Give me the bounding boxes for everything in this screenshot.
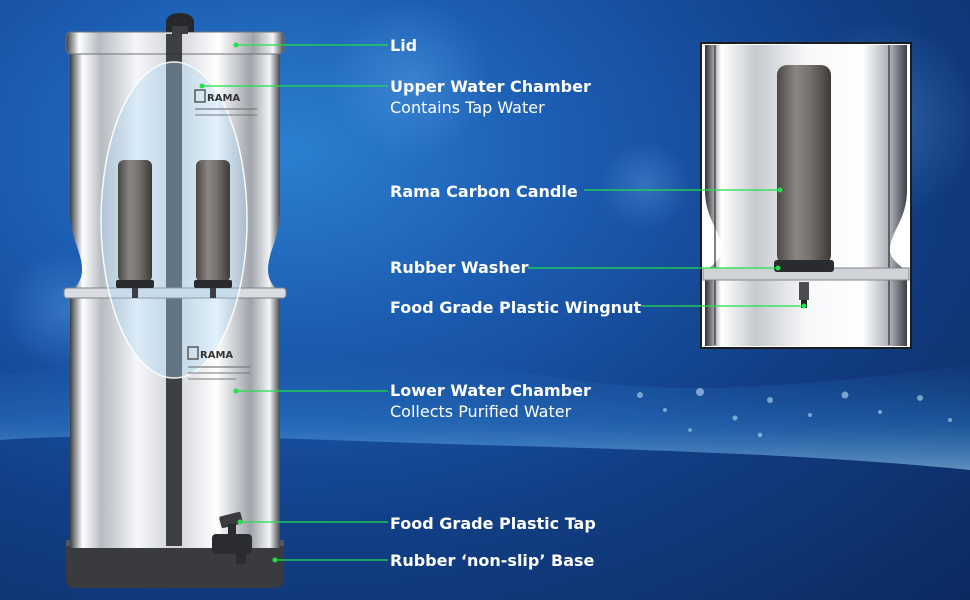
carbon-candle-right [194,160,232,298]
label-carbon-candle-text: Rama Carbon Candle [390,182,578,201]
bokeh-light [330,0,490,160]
label-upper-chamber-desc: Contains Tap Water [390,98,545,117]
label-upper-chamber: Upper Water Chamber Contains Tap Water [390,76,591,118]
label-lower-chamber-title: Lower Water Chamber [390,381,591,400]
label-lower-chamber-desc: Collects Purified Water [390,402,572,421]
svg-text:RAMA: RAMA [207,93,240,104]
label-wingnut-text: Food Grade Plastic Wingnut [390,298,642,317]
leader-lines [199,42,807,563]
label-lower-chamber: Lower Water Chamber Collects Purified Wa… [390,380,591,422]
label-lid: Lid [390,35,417,56]
label-rubber-washer: Rubber Washer [390,257,528,278]
carbon-candle-left [116,160,154,298]
label-carbon-candle: Rama Carbon Candle [390,181,578,202]
plastic-tap [212,511,252,564]
svg-text:RAMA: RAMA [200,350,233,361]
label-base: Rubber ‘non-slip’ Base [390,550,594,571]
water-filter: RAMA RAMA [63,13,287,588]
label-tap-text: Food Grade Plastic Tap [390,514,596,533]
inset-carbon-candle [774,65,834,308]
label-tap: Food Grade Plastic Tap [390,513,596,534]
inset-panel [700,42,912,349]
brand-logo-lower: RAMA [187,346,250,380]
label-base-text: Rubber ‘non-slip’ Base [390,551,595,570]
bokeh-light [600,140,690,230]
label-wingnut: Food Grade Plastic Wingnut [390,297,641,318]
label-rubber-washer-text: Rubber Washer [390,258,529,277]
cutaway-window [100,61,248,379]
water-droplets [637,388,952,438]
brand-logo-upper: RAMA [194,89,257,116]
label-upper-chamber-title: Upper Water Chamber [390,77,591,96]
label-lid-text: Lid [390,36,418,55]
